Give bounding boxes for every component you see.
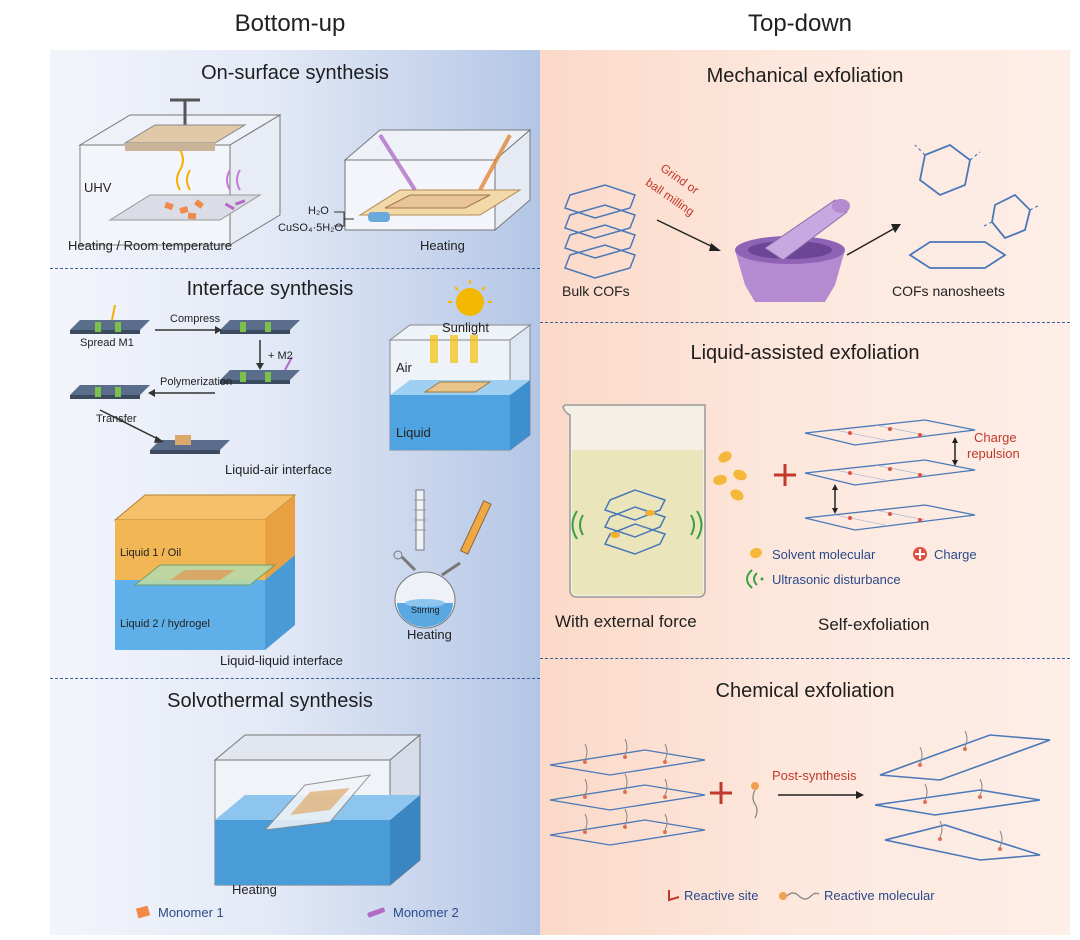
h2o-label: H₂O xyxy=(308,205,329,217)
interface-synthesis-title: Interface synthesis xyxy=(186,278,354,300)
monomer-1-icon xyxy=(135,905,151,919)
with-external-force-label: With external force xyxy=(555,612,697,631)
liquid-air-interface-label: Liquid-air interface xyxy=(225,462,332,477)
top-down-panel: Mechanical exfoliation Bulk COFs Grind o… xyxy=(540,50,1070,935)
divider-left-1 xyxy=(50,268,540,269)
charged-layers-illustration xyxy=(804,419,976,531)
bulk-cofs-stack-illustration xyxy=(564,184,636,279)
h2o-bracket xyxy=(334,211,354,227)
post-synthesis-label: Post-synthesis xyxy=(772,768,857,783)
charge-legend-icon xyxy=(913,547,927,561)
heating-room-temperature-label: Heating / Room temperature xyxy=(68,238,233,253)
sunlight-box-illustration xyxy=(388,280,532,451)
divider-right-1 xyxy=(540,322,1070,323)
column-header-top-down: Top-down xyxy=(747,10,853,37)
liquid-liquid-box-illustration xyxy=(113,494,297,650)
liquid-label: Liquid xyxy=(396,425,431,440)
chemical-exfoliation-title: Chemical exfoliation xyxy=(715,680,895,702)
solvent-legend-icon xyxy=(750,547,762,559)
spread-m1-label: Spread M1 xyxy=(80,337,134,349)
monomer-1-label: Monomer 1 xyxy=(158,905,224,920)
solvothermal-synthesis-title: Solvothermal synthesis xyxy=(167,690,373,712)
cofs-nanosheets-label: COFs nanosheets xyxy=(892,283,1005,299)
repulsion-label: repulsion xyxy=(967,446,1020,461)
solution-chamber-illustration xyxy=(343,128,532,232)
nanosheets-arrow xyxy=(846,224,901,256)
solvothermal-box-illustration xyxy=(213,733,422,887)
heating-label-flask: Heating xyxy=(407,627,452,642)
beaker-illustration xyxy=(562,404,706,598)
charge-label: Charge xyxy=(974,430,1017,445)
bottom-up-panel: On-surface synthesis UHV Heating / Room … xyxy=(50,50,540,935)
plus-m2-label: + M2 xyxy=(268,350,293,362)
monomer-2-icon xyxy=(367,907,385,918)
liquid-assisted-exfoliation-title: Liquid-assisted exfoliation xyxy=(690,342,920,364)
reactive-molecular-icon xyxy=(779,892,820,900)
liquid1-oil-label: Liquid 1 / Oil xyxy=(120,547,182,559)
air-label: Air xyxy=(396,360,412,375)
solvent-molecular-label: Solvent molecular xyxy=(772,547,876,562)
cuso4-label: CuSO₄·5H₂O xyxy=(278,222,343,234)
liquid2-hydrogel-label: Liquid 2 / hydrogel xyxy=(120,618,210,630)
stirring-label: Stirring xyxy=(411,605,440,615)
self-exfoliation-label: Self-exfoliation xyxy=(818,615,930,634)
compress-label: Compress xyxy=(170,313,221,325)
charge-legend-label: Charge xyxy=(934,547,977,562)
divider-left-2 xyxy=(50,678,540,679)
reactive-molecule-icon xyxy=(751,782,759,819)
stacked-layers-illustration xyxy=(549,738,706,846)
monomer-2-label: Monomer 2 xyxy=(393,905,459,920)
ultrasonic-legend-icon xyxy=(746,569,764,589)
post-synthesis-arrow xyxy=(778,791,864,799)
plus-sign xyxy=(774,464,796,486)
reactive-site-icon xyxy=(668,890,680,902)
column-header-bottom-up: Bottom-up xyxy=(234,10,346,37)
ultrasonic-disturbance-label: Ultrasonic disturbance xyxy=(772,572,901,587)
liquid-liquid-interface-label: Liquid-liquid interface xyxy=(220,653,343,668)
grind-arrow xyxy=(656,219,721,251)
uhv-chamber-illustration xyxy=(78,98,282,246)
uhv-label: UHV xyxy=(84,180,112,195)
mechanical-exfoliation-title: Mechanical exfoliation xyxy=(706,65,904,87)
divider-right-2 xyxy=(540,658,1070,659)
plus-sign-chemical xyxy=(710,782,732,804)
liquid-air-process-illustration xyxy=(70,304,300,454)
cofs-nanosheets-illustration xyxy=(908,143,1041,269)
reactive-molecular-label: Reactive molecular xyxy=(824,888,935,903)
solvent-droplets-icon xyxy=(713,451,747,501)
exfoliated-layers-illustration xyxy=(874,730,1051,861)
mortar-pestle-illustration xyxy=(735,199,850,302)
heating-label-on-surface: Heating xyxy=(420,238,465,253)
round-bottom-flask-illustration xyxy=(393,489,492,629)
transfer-label: Transfer xyxy=(96,413,137,425)
polymerization-label: Polymerization xyxy=(160,376,233,388)
on-surface-synthesis-title: On-surface synthesis xyxy=(201,62,389,84)
bulk-cofs-label: Bulk COFs xyxy=(562,283,630,299)
sunlight-label: Sunlight xyxy=(442,320,489,335)
heating-label-solvothermal: Heating xyxy=(232,882,277,897)
reactive-site-label: Reactive site xyxy=(684,888,759,903)
